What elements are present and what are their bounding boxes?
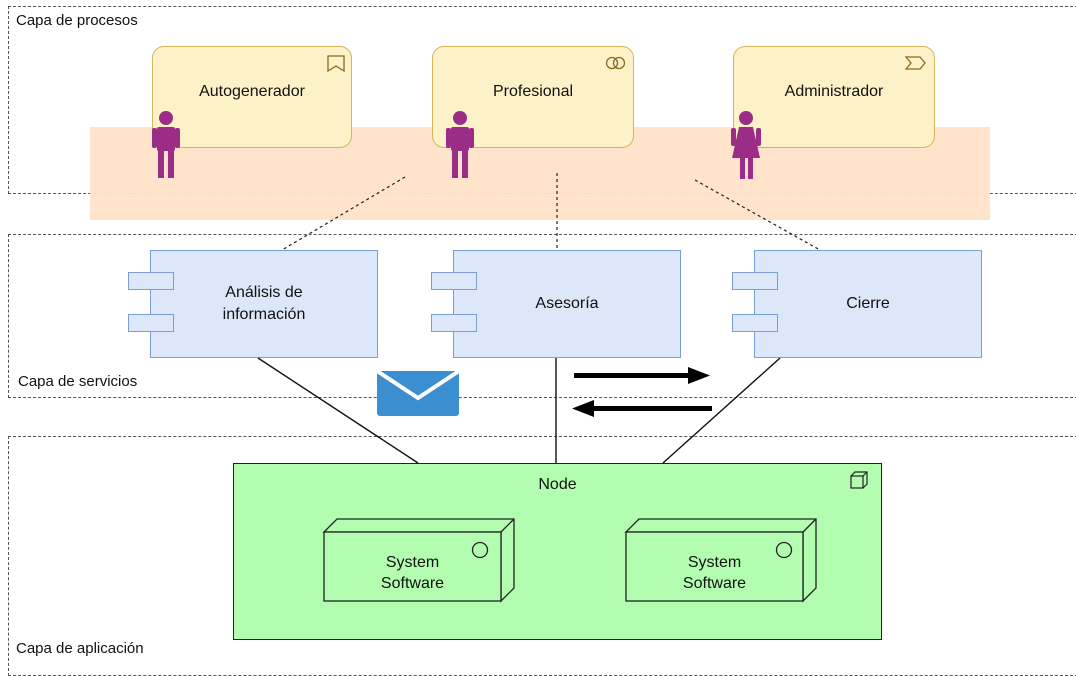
system-software-box	[322, 518, 515, 603]
solid-connector	[257, 357, 419, 464]
system-software-label: System Software	[324, 552, 501, 594]
service-label: Análisis de	[225, 284, 303, 301]
service-label: Cierre	[846, 295, 890, 312]
event-icon	[904, 56, 926, 70]
system-software-line: System	[687, 554, 742, 571]
male-actor-icon	[446, 111, 474, 178]
process-layer-label: Capa de procesos	[16, 12, 138, 29]
service-label: información	[222, 306, 306, 323]
service-cierre[interactable]: Cierre	[754, 250, 982, 358]
role-label: Administrador	[784, 83, 884, 100]
collaboration-icon	[605, 56, 626, 70]
node-3d-icon	[850, 471, 868, 489]
role-autogenerador[interactable]: Autogenerador	[152, 46, 352, 148]
envelope-icon	[375, 369, 461, 416]
arrow-right-icon	[574, 367, 710, 384]
system-software-box	[624, 518, 817, 603]
role-administrador[interactable]: Administrador	[733, 46, 935, 148]
service-asesoria[interactable]: Asesoría	[453, 250, 681, 358]
component-tab	[732, 314, 778, 332]
services-layer-label: Capa de servicios	[18, 373, 138, 390]
role-label: Profesional	[492, 83, 574, 100]
dotted-connector	[281, 176, 406, 251]
female-actor-icon	[731, 111, 761, 179]
component-tab	[431, 314, 477, 332]
component-tab	[128, 314, 174, 332]
component-tab	[732, 272, 778, 290]
services-layer	[8, 234, 1076, 398]
dotted-connector	[694, 179, 821, 251]
service-analisis[interactable]: Análisis de información	[150, 250, 378, 358]
bookmark-icon	[327, 55, 345, 73]
system-software-line: Software	[682, 575, 747, 592]
role-label: Autogenerador	[199, 83, 305, 100]
arrow-left-icon	[572, 400, 712, 417]
node-label: Node	[538, 476, 577, 493]
application-layer-label: Capa de aplicación	[16, 640, 144, 657]
service-label: Asesoría	[535, 295, 599, 312]
solid-connector	[662, 357, 781, 464]
component-tab	[431, 272, 477, 290]
male-actor-icon	[152, 111, 180, 178]
system-software-label: System Software	[626, 552, 803, 594]
component-tab	[128, 272, 174, 290]
system-software-line: System	[385, 554, 440, 571]
system-software-line: Software	[380, 575, 445, 592]
